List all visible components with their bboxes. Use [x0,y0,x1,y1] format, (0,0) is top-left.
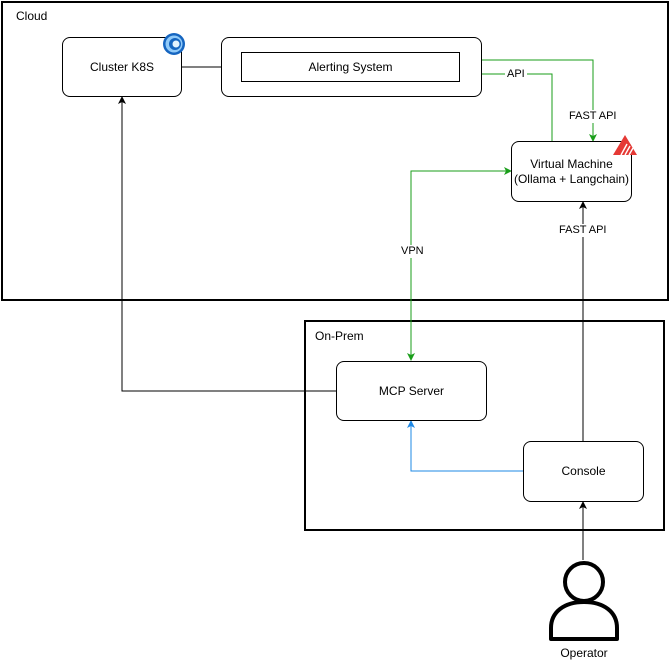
cluster-k8s-label: Cluster K8S [89,59,155,74]
cloud-zone-label: Cloud [16,9,48,23]
edge-vm-to-alerting [459,70,553,141]
edge-label-vpn: VPN [399,245,426,258]
alerting-system-label: Alerting System [308,60,393,74]
edge-label-fastapi-top: FAST API [567,110,619,123]
virtual-machine-label: Virtual Machine (Ollama + Langchain) [514,157,629,187]
onprem-zone-label: On-Prem [315,329,364,343]
person-icon [549,561,619,641]
edge-console-to-mcp [407,420,523,472]
edge-label-api: API [505,68,527,81]
alerting-system-box[interactable]: Alerting System [241,52,460,82]
edge-vpn [407,167,512,361]
virtual-machine-node[interactable]: Virtual Machine (Ollama + Langchain) [511,141,632,202]
mcp-server-label: MCP Server [378,383,445,398]
operator-label: Operator [560,646,608,660]
virtual-machine-title: Virtual Machine [530,156,613,171]
red-triangle-logo-icon [613,135,637,156]
edge-mcp-to-cluster [118,96,336,392]
console-node[interactable]: Console [523,441,644,502]
virtual-machine-subtitle: (Ollama + Langchain) [513,171,630,186]
console-label: Console [561,464,606,478]
cluster-k8s-node[interactable]: Cluster K8S [62,37,182,97]
edge-label-fastapi-bottom: FAST API [557,224,609,237]
kubernetes-logo-icon [163,33,185,55]
mcp-server-node[interactable]: MCP Server [336,361,487,421]
